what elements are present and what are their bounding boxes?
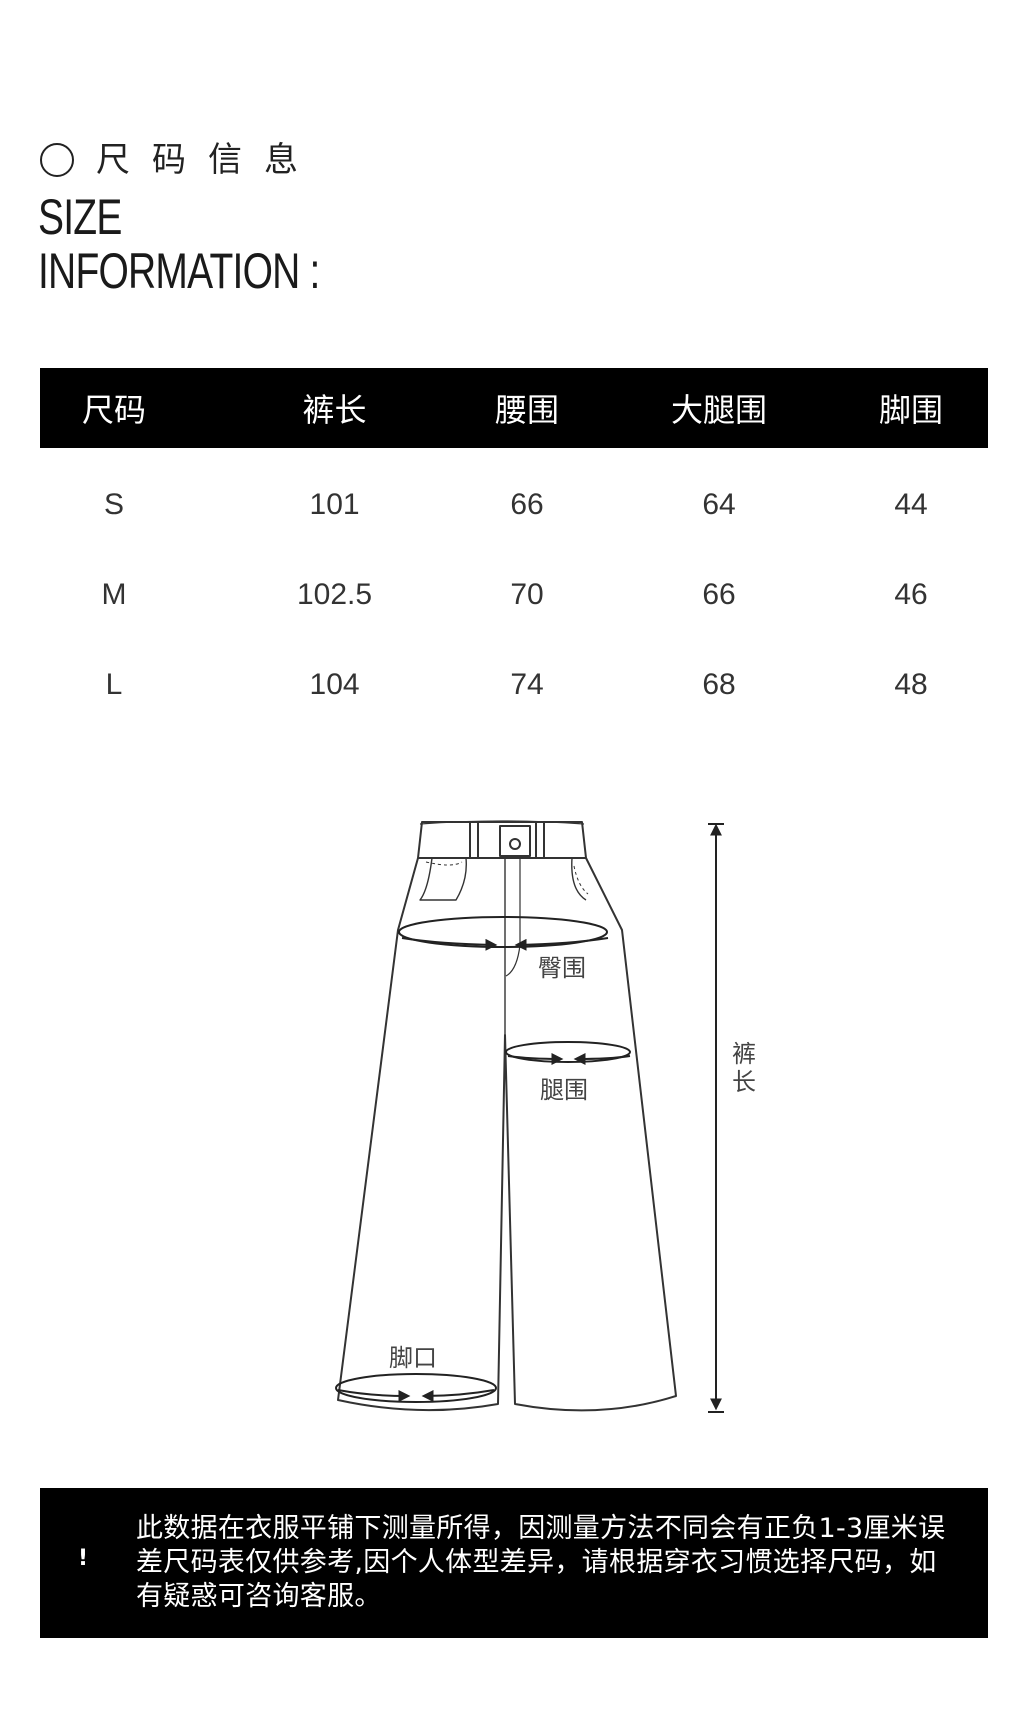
cell-length: 104	[309, 668, 360, 701]
table-header: 尺码 裤长 腰围 大腿围 脚围	[40, 368, 988, 448]
cell-size: S	[104, 488, 125, 521]
cell-length: 101	[309, 488, 360, 521]
title-en-line1: SIZE	[38, 189, 122, 245]
title-en-line2: INFORMATION :	[38, 243, 320, 299]
wide-leg-pants-outline-icon	[337, 820, 677, 1412]
hip-measure-icon	[398, 916, 609, 951]
col-header-thigh: 大腿围	[671, 391, 768, 429]
notice-text: 此数据在衣服平铺下测量所得，因测量方法不同会有正负1-3厘米误差尺码表仅供参考,…	[136, 1513, 946, 1612]
exclamation-icon: !	[78, 1546, 89, 1571]
cell-waist: 70	[510, 578, 544, 611]
length-label: 裤长	[732, 1040, 756, 1096]
table-row: M 102.5 70 66 46	[40, 550, 988, 640]
hem-label: 脚口	[389, 1344, 437, 1372]
cell-waist: 66	[510, 488, 544, 521]
section-title-en: SIZE INFORMATION :	[38, 190, 320, 298]
cell-thigh: 66	[702, 578, 736, 611]
hip-label: 臀围	[538, 954, 586, 982]
table-row: S 101 66 64 44	[40, 460, 988, 550]
cell-hem: 44	[894, 488, 928, 521]
col-header-length: 裤长	[302, 391, 367, 429]
cell-size: L	[105, 668, 123, 701]
length-measure-icon	[708, 823, 724, 1413]
notice-banner: ! 此数据在衣服平铺下测量所得，因测量方法不同会有正负1-3厘米误差尺码表仅供参…	[40, 1488, 988, 1638]
thigh-measure-icon	[505, 1041, 631, 1065]
cell-size: M	[101, 578, 127, 611]
cell-length: 102.5	[297, 578, 373, 611]
hem-measure-icon	[335, 1373, 497, 1403]
thigh-label: 腿围	[540, 1076, 588, 1104]
col-header-waist: 腰围	[495, 391, 560, 429]
table-body: S 101 66 64 44 M 102.5 70 66 46 L 104 74…	[40, 448, 988, 730]
cell-thigh: 68	[702, 668, 736, 701]
size-table: 尺码 裤长 腰围 大腿围 脚围 S 101 66 64 44 M 102.5 7…	[40, 368, 988, 730]
section-title-cn: 尺码信息	[96, 140, 320, 180]
cell-hem: 46	[894, 578, 928, 611]
circle-icon	[40, 143, 74, 177]
cell-thigh: 64	[702, 488, 736, 521]
col-header-size: 尺码	[82, 391, 147, 429]
table-row: L 104 74 68 48	[40, 640, 988, 730]
section-header: 尺码信息	[40, 138, 320, 182]
cell-waist: 74	[510, 668, 544, 701]
cell-hem: 48	[894, 668, 928, 701]
col-header-hem: 脚围	[879, 391, 944, 429]
